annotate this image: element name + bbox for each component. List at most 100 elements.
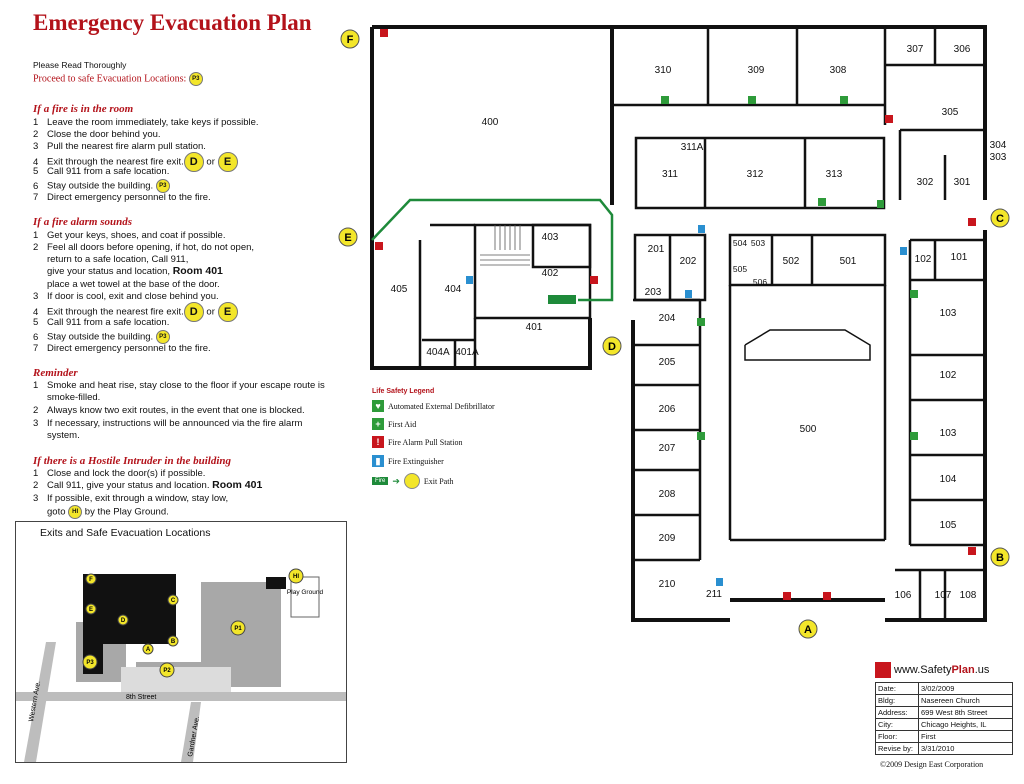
- exit-c-badge: C: [996, 213, 1004, 225]
- room-label: 107: [935, 590, 952, 601]
- room-label: 210: [659, 579, 676, 590]
- hi-badge: HI: [293, 574, 299, 580]
- room-label: 311A: [681, 142, 704, 153]
- room-label: 102: [915, 254, 932, 265]
- fire-alarm-icon: !: [372, 436, 384, 448]
- table-row: Address:699 West 8th Street: [875, 706, 1013, 719]
- table-row: Date:3/02/2009: [875, 682, 1013, 695]
- exit-c-badge: C: [171, 598, 176, 604]
- exit-b-badge: B: [996, 552, 1004, 564]
- street-label: 8th Street: [126, 694, 156, 701]
- first-aid-icon: +: [372, 418, 384, 430]
- exit-e-badge: E: [344, 232, 351, 244]
- exit-path: [371, 198, 614, 302]
- exit-sign: [548, 295, 576, 304]
- interior-walls: [418, 27, 985, 620]
- room-label: 203: [645, 287, 662, 298]
- first-aid-icon: [910, 290, 918, 298]
- stairs: [480, 225, 530, 266]
- exit-badge-sample: [403, 473, 420, 489]
- room-label: 405: [391, 284, 408, 295]
- room-label: 501: [840, 256, 857, 267]
- room-label: 104: [940, 474, 957, 485]
- church-building: [266, 577, 286, 589]
- room-label: 401A: [455, 347, 479, 358]
- exit-e-badge: E: [217, 302, 238, 322]
- fire-alarm-icon: [885, 115, 893, 123]
- room-label: 404: [445, 284, 462, 295]
- first-aid-icon: [748, 96, 756, 104]
- room-label: 105: [940, 520, 957, 531]
- room-label: 312: [747, 169, 764, 180]
- fire-alarm-icon: [380, 29, 388, 37]
- fire-alarm-icon: [783, 592, 791, 600]
- step: give your status and location, Room 401: [47, 265, 223, 278]
- info-table: Date:3/02/2009 Bldg:Nasereen Church Addr…: [875, 682, 1013, 755]
- playground: [290, 576, 320, 618]
- room-401-label: Room 401: [212, 479, 263, 491]
- exit-d-badge: D: [183, 302, 204, 322]
- exterior-walls: [370, 25, 987, 622]
- safety-icons: [375, 29, 976, 600]
- room-label: 503: [751, 238, 765, 248]
- room-label: 506: [753, 277, 767, 287]
- exit-e-badge: E: [217, 152, 238, 172]
- room-label: 304: [990, 140, 1007, 151]
- section-heading-fire-alarm: If a fire alarm sounds: [33, 216, 133, 228]
- exit-badges: F E D C B A: [338, 29, 1010, 639]
- fire-extinguisher-icon: [466, 276, 473, 284]
- first-aid-icon: [697, 318, 705, 326]
- room-label: 500: [800, 424, 817, 435]
- legend-item: ▮ Fire Extinguisher: [372, 455, 444, 467]
- room-label: 205: [659, 357, 676, 368]
- room-label: 306: [954, 44, 971, 55]
- church-building: [83, 574, 176, 644]
- fire-alarm-icon: [590, 276, 598, 284]
- room-label: 302: [917, 177, 934, 188]
- exit-a-badge: A: [146, 647, 151, 653]
- room-label: 108: [960, 590, 977, 601]
- room-label: 206: [659, 404, 676, 415]
- room-label: 201: [648, 244, 665, 255]
- road: [16, 692, 346, 701]
- exit-f-badge: F: [89, 577, 93, 583]
- room-label: 103: [940, 308, 957, 319]
- exit-f-badge: F: [347, 34, 354, 46]
- plan-info: www.SafetyPlan.us Date:3/02/2009 Bldg:Na…: [875, 662, 1013, 755]
- fire-extinguisher-icon: [685, 290, 692, 298]
- room-labels: 400 310 309 308 307 306 305 304 303 302 …: [391, 44, 1007, 601]
- first-aid-icon: [910, 432, 918, 440]
- arrow-right-icon: ➔: [392, 475, 400, 486]
- room-label: 502: [783, 256, 800, 267]
- fire-alarm-icon: [375, 242, 383, 250]
- stage: [744, 329, 871, 361]
- room-label: 404A: [426, 347, 450, 358]
- p3-badge: P3: [155, 330, 170, 344]
- proceed-line: Proceed to safe Evacuation Locations: P3: [33, 72, 203, 86]
- first-aid-icon: [840, 96, 848, 104]
- first-aid-icon: [661, 96, 669, 104]
- site-map-drawing: Play Ground 8th Street Western Ave. Gard…: [16, 568, 346, 762]
- exit-d-badge: D: [121, 618, 126, 624]
- room-label: 102: [940, 370, 957, 381]
- site-map: Exits and Safe Evacuation Locations Play…: [15, 521, 347, 763]
- exit-a-badge: A: [804, 624, 812, 636]
- room-label: 313: [826, 169, 843, 180]
- fire-alarm-icon: [968, 547, 976, 555]
- exit-d-badge: D: [608, 341, 616, 353]
- room-label: 309: [748, 65, 765, 76]
- room-label: 204: [659, 313, 676, 324]
- room-label: 301: [954, 177, 971, 188]
- road: [181, 702, 201, 762]
- room-label: 305: [942, 107, 959, 118]
- section-heading-reminder: Reminder: [33, 367, 78, 379]
